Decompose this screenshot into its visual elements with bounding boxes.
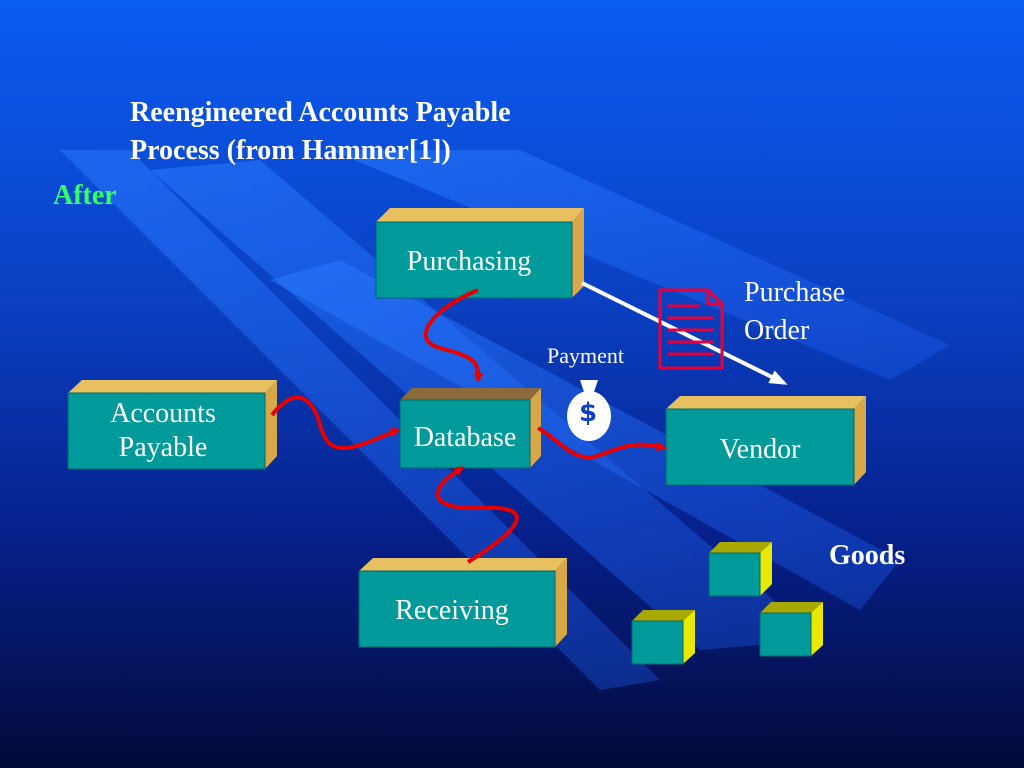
database-box: [399, 388, 541, 469]
phase-label: After: [53, 180, 117, 211]
flow-accounts-payable-to-database: [270, 395, 401, 451]
purchase-order-label-line-2: Order: [744, 315, 810, 346]
stripe-band: [330, 150, 950, 380]
database-label: Database: [413, 422, 517, 453]
money-symbol: $: [578, 398, 598, 428]
goods-box-icon: [759, 602, 823, 657]
goods-label: Goods: [829, 540, 906, 571]
purchase-order-label-line-1: Purchase: [744, 277, 846, 308]
receiving-box: [358, 558, 567, 648]
diagram-title: Reengineered Accounts Payable Process (f…: [130, 94, 511, 170]
stripe-band: [60, 150, 660, 690]
accounts-payable-label: Accounts Payable: [68, 397, 258, 465]
money-bag-icon: [567, 380, 611, 441]
purchasing-box: [375, 208, 584, 299]
accounts-payable-box: [67, 380, 277, 470]
accounts-payable-label-line-1: Accounts: [110, 398, 216, 429]
flow-purchasing-to-database: [424, 288, 484, 383]
goods-box-icon: [631, 610, 695, 665]
purchase-order-label: Purchase Order: [744, 274, 845, 350]
purchase-order-document-icon: [658, 288, 724, 370]
vendor-label: Vendor: [719, 434, 801, 465]
vendor-box: [665, 396, 866, 486]
flow-receiving-to-database: [435, 466, 519, 564]
title-line-2: Process (from Hammer[1]): [130, 135, 451, 166]
flow-database-to-vendor: [537, 426, 667, 460]
title-line-1: Reengineered Accounts Payable: [130, 97, 511, 128]
goods-box-icon: [708, 542, 772, 597]
accounts-payable-label-line-2: Payable: [118, 432, 208, 463]
purchasing-label: Purchasing: [406, 246, 532, 277]
receiving-label: Receiving: [395, 595, 509, 626]
purchase-order-arrow: [581, 281, 788, 385]
payment-label: Payment: [547, 343, 624, 368]
